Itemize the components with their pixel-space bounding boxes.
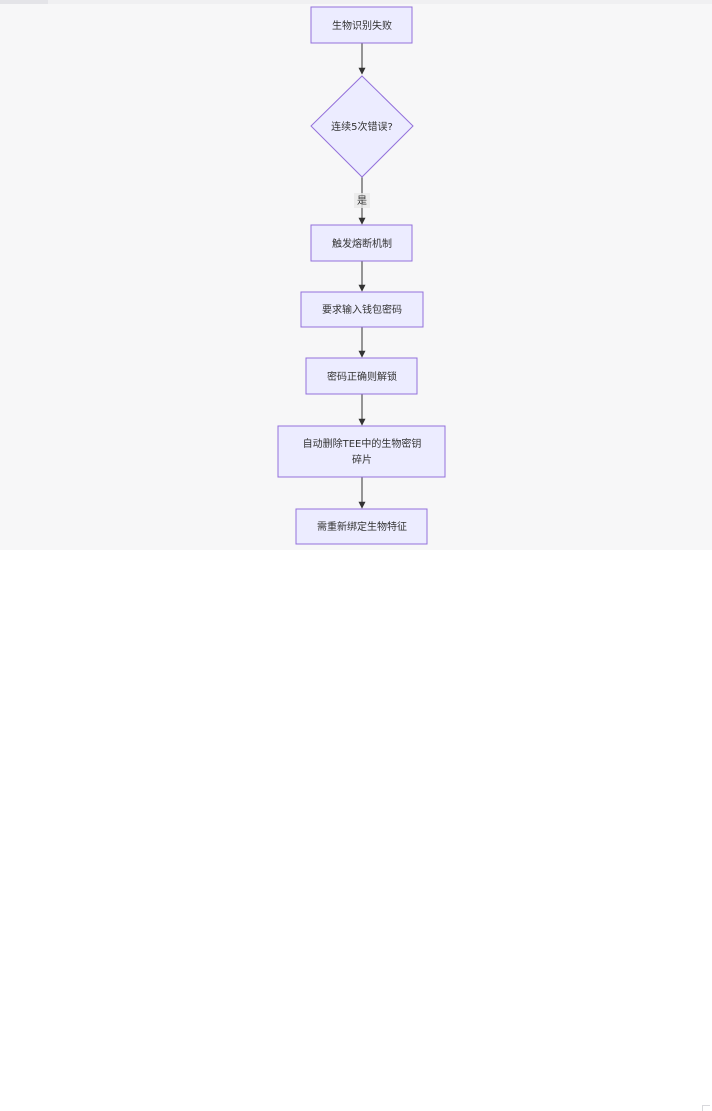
node-require-wallet-password-label: 要求输入钱包密码	[322, 303, 402, 316]
edge-label-yes: 是	[354, 193, 370, 208]
node-delete-tee-label-line2: 碎片	[352, 453, 372, 466]
resize-handle-icon[interactable]	[702, 1105, 710, 1111]
toolbar-tab	[0, 0, 48, 4]
node-trigger-circuit-breaker[interactable]: 触发熔断机制	[310, 224, 413, 262]
node-require-wallet-password[interactable]: 要求输入钱包密码	[300, 291, 424, 328]
decision-five-errors-label: 连续5次错误?	[331, 120, 393, 133]
bottom-strip	[0, 550, 712, 1111]
decision-five-errors[interactable]: 连续5次错误?	[310, 75, 414, 178]
node-biometric-failed-label: 生物识别失败	[332, 19, 392, 32]
node-trigger-circuit-breaker-label: 触发熔断机制	[332, 237, 392, 250]
edge-label-yes-text: 是	[357, 195, 367, 207]
node-rebind-biometrics-label: 需重新绑定生物特征	[317, 520, 407, 533]
node-rebind-biometrics[interactable]: 需重新绑定生物特征	[295, 508, 428, 545]
node-biometric-failed[interactable]: 生物识别失败	[310, 6, 413, 44]
node-password-unlock[interactable]: 密码正确则解锁	[305, 357, 418, 395]
node-password-unlock-label: 密码正确则解锁	[327, 370, 397, 383]
node-delete-tee-key-fragments[interactable]: 自动删除TEE中的生物密钥 碎片	[277, 425, 446, 478]
top-toolbar-strip	[0, 0, 712, 4]
flowchart: 是 生物识别失败 连续5次错误? 触发熔断机制 要求输入钱包密码 密码正确则解锁…	[277, 6, 446, 545]
node-delete-tee-label-line1: 自动删除TEE中的生物密钥	[303, 437, 422, 450]
